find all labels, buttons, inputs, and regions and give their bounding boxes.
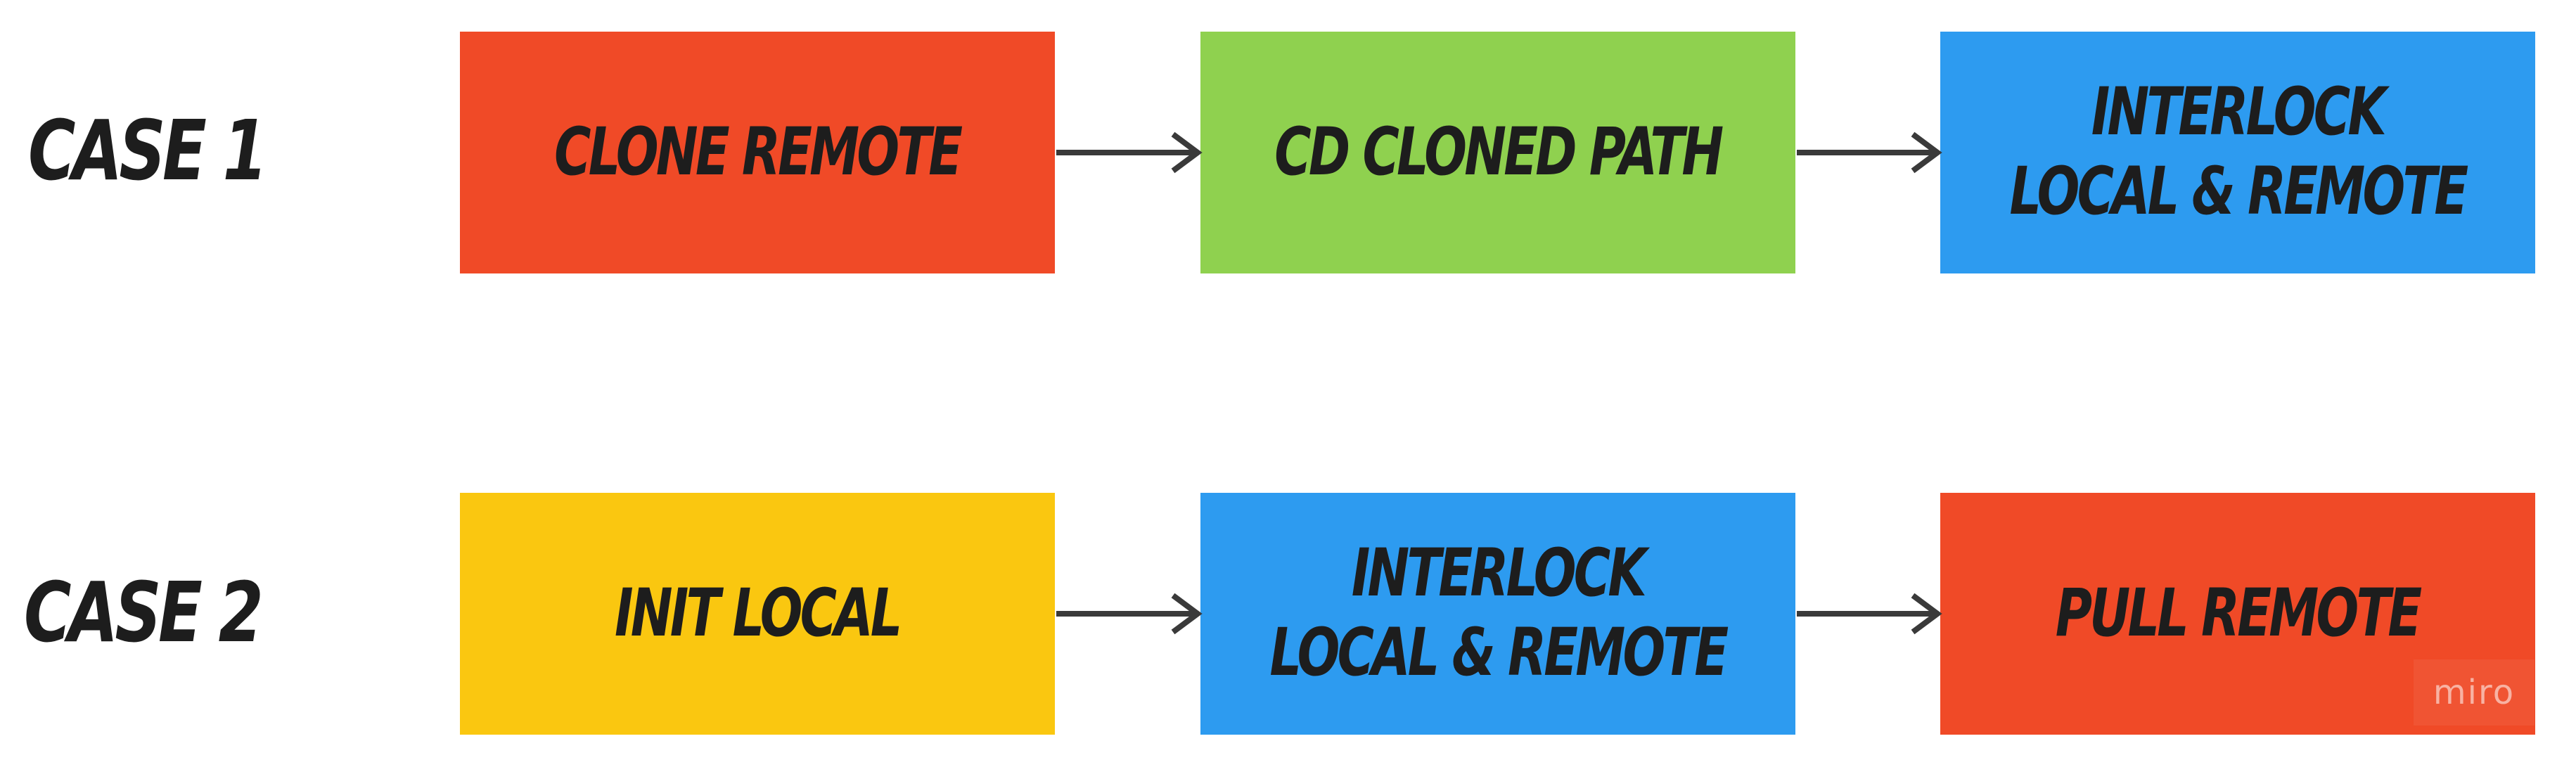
miro-watermark: miro bbox=[2414, 659, 2535, 726]
case-1-step-1-box: CLONE REMOTE bbox=[460, 32, 1055, 273]
arrow-case-1-step-2-to-3 bbox=[1797, 131, 1942, 174]
case-2-step-2-box: INTERLOCK LOCAL & REMOTE bbox=[1200, 493, 1795, 735]
case-1-step-2-box: CD CLONED PATH bbox=[1200, 32, 1795, 273]
case-2-step-1-box: INIT LOCAL bbox=[460, 493, 1055, 735]
arrow-case-1-step-1-to-2 bbox=[1056, 131, 1203, 174]
arrow-case-2-step-1-to-2 bbox=[1056, 593, 1203, 635]
arrow-case-2-step-2-to-3 bbox=[1797, 593, 1942, 635]
case-2-step-2-text-line-1: INTERLOCK bbox=[1351, 535, 1647, 612]
case-2-step-3-box: PULL REMOTE bbox=[1940, 493, 2535, 735]
case-1-step-2-text: CD CLONED PATH bbox=[1274, 113, 1724, 191]
case-2-step-2-text-line-2: LOCAL & REMOTE bbox=[1269, 614, 1729, 691]
case-1-label: CASE 1 bbox=[28, 102, 268, 199]
case-1-step-1-text: CLONE REMOTE bbox=[554, 113, 963, 191]
case-1-step-3-box: INTERLOCK LOCAL & REMOTE bbox=[1940, 32, 2535, 273]
case-2-step-1-text: INIT LOCAL bbox=[615, 574, 902, 652]
case-1-step-3-text-line-2: LOCAL & REMOTE bbox=[2009, 153, 2469, 230]
case-2-step-3-text: PULL REMOTE bbox=[2056, 574, 2422, 652]
case-1-step-3-text-line-1: INTERLOCK bbox=[2091, 74, 2387, 151]
case-2-label: CASE 2 bbox=[24, 564, 264, 661]
